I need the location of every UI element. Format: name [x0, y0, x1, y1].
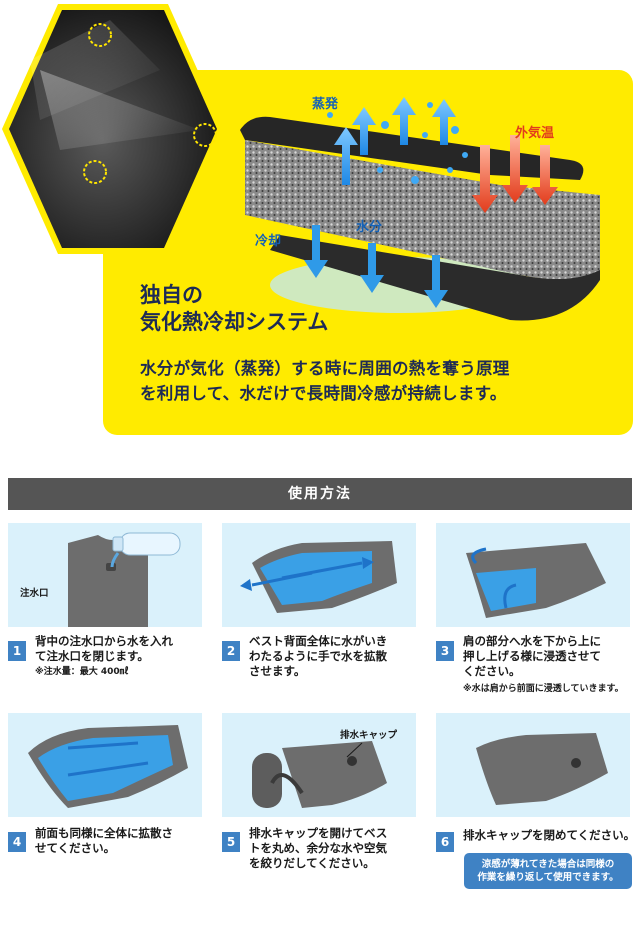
step-5-badge: 5 — [222, 832, 240, 852]
feature-description-line2: を利用して、水だけで長時間冷感が持続します。 — [140, 384, 507, 403]
step-4-badge: 4 — [8, 832, 26, 852]
label-evaporation: 蒸発 — [312, 97, 339, 112]
step-4-illustration — [8, 713, 202, 817]
step-1-text: 背中の注水口から水を入れ て注水口を閉じます。 — [35, 634, 173, 663]
step-6-illustration — [436, 713, 630, 817]
feature-title: 独自の 気化熱冷却システム — [140, 282, 328, 336]
cooling-layers-diagram — [240, 97, 600, 321]
feature-description: 水分が気化（蒸発）する時に周囲の熱を奪う原理 を利用して、水だけで長時間冷感が持… — [140, 356, 620, 406]
feature-title-line1: 独自の — [140, 283, 203, 307]
step-3-note: ※水は肩から前面に浸透していきます。 — [463, 684, 624, 694]
step-3-text: 肩の部分へ水を下から上に 押し上げる様に浸透させて ください。 — [463, 634, 601, 678]
step-6-badge: 6 — [436, 832, 454, 852]
feature-title-line2: 気化熱冷却システム — [140, 310, 329, 334]
step-1-callout: 注水口 — [20, 588, 49, 599]
step-3-badge: 3 — [436, 641, 454, 661]
step-2-badge: 2 — [222, 641, 240, 661]
step-5-text: 排水キャップを開けてベス トを丸め、余分な水や空気 を絞りだしてください。 — [249, 826, 388, 870]
step-1-badge: 1 — [8, 641, 26, 661]
step-4-text: 前面も同様に全体に拡散さ せてください。 — [35, 826, 173, 855]
label-outside-temperature: 外気温 — [515, 126, 555, 141]
step-2-text: ベスト背面全体に水がいき わたるように手で水を拡散 させます。 — [249, 634, 388, 678]
usage-section-header: 使用方法 — [8, 478, 632, 510]
step-6-tip: 涼感が薄れてきた場合は同様の 作業を繰り返して使用できます。 — [464, 853, 632, 889]
step-5-callout: 排水キャップ — [340, 730, 398, 741]
fabric-closeup-hexagon — [0, 0, 226, 258]
step-6-text: 排水キャップを閉めてください。 — [463, 828, 636, 842]
step-2-illustration — [222, 523, 416, 627]
step-1-note: ※注水量：最大 400㎖ — [35, 667, 129, 677]
hero-section: 蒸発 外気温 水分 冷却 独自の 気化熱冷却システム 水分が気化（蒸発）する時に… — [0, 0, 640, 440]
feature-description-line1: 水分が気化（蒸発）する時に周囲の熱を奪う原理 — [140, 359, 510, 378]
label-moisture: 水分 — [356, 220, 383, 235]
step-3-illustration — [436, 523, 630, 627]
step-5-illustration: 排水キャップ — [222, 713, 416, 817]
step-1-illustration: 注水口 — [8, 523, 202, 627]
label-cooling: 冷却 — [255, 234, 282, 249]
